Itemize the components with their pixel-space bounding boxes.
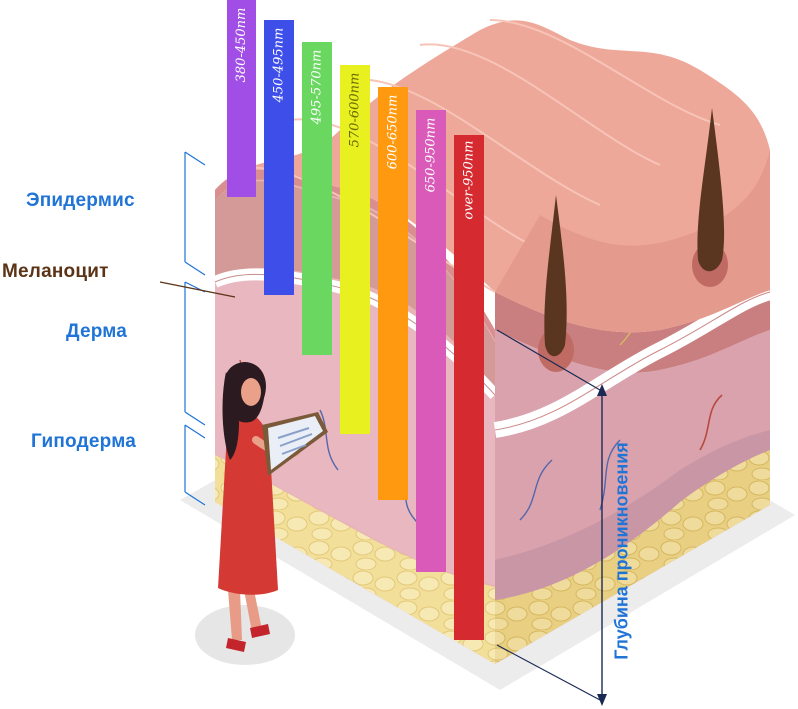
wavelength-band: 380-450nm bbox=[227, 0, 256, 197]
wavelength-band-bar bbox=[416, 110, 446, 572]
melanocyte-pointer bbox=[159, 281, 236, 298]
hair-follicle-icon bbox=[538, 108, 728, 372]
wavelength-band: 600-650nm bbox=[378, 87, 408, 500]
wavelength-band: 570-600nm bbox=[340, 65, 370, 434]
wavelength-band-bar bbox=[227, 0, 256, 197]
hypodermis-label: Гиподерма bbox=[31, 431, 136, 452]
wavelength-bands: 380-450nm 450-495nm 495-570nm 570-600nm 600-… bbox=[227, 0, 484, 640]
doctor-with-clipboard-icon bbox=[195, 362, 328, 665]
wavelength-band-label: 380-450nm bbox=[234, 8, 249, 83]
wavelength-band-bar bbox=[264, 20, 294, 295]
wavelength-band-bar bbox=[340, 65, 370, 434]
penetration-depth-arrow bbox=[496, 329, 607, 706]
wavelength-band: over-950nm bbox=[454, 135, 484, 640]
layer-brackets bbox=[184, 151, 206, 506]
penetration-depth-text: Глубина проникновения bbox=[611, 442, 632, 660]
wavelength-band-bar bbox=[378, 87, 408, 500]
wavelength-band-label: over-950nm bbox=[462, 141, 477, 220]
wavelength-band-label: 650-950nm bbox=[424, 118, 439, 193]
wavelength-band-bar bbox=[302, 42, 332, 355]
wavelength-band-label: 600-650nm bbox=[386, 95, 401, 170]
wavelength-band-label: 495-570nm bbox=[310, 50, 325, 126]
wavelength-band: 650-950nm bbox=[416, 110, 446, 572]
wavelength-band-bar bbox=[454, 135, 484, 640]
wavelength-band: 495-570nm bbox=[302, 42, 332, 355]
wavelength-band-label: 450-495nm bbox=[272, 28, 287, 104]
wavelength-band: 450-495nm bbox=[264, 20, 294, 295]
wavelength-band-label: 570-600nm bbox=[348, 73, 363, 148]
skin-right-face bbox=[493, 284, 773, 664]
dermis-label: Дерма bbox=[66, 321, 128, 342]
melanocyte-label: Меланоцит bbox=[2, 261, 109, 282]
epidermis-label: Эпидермис bbox=[26, 190, 135, 211]
